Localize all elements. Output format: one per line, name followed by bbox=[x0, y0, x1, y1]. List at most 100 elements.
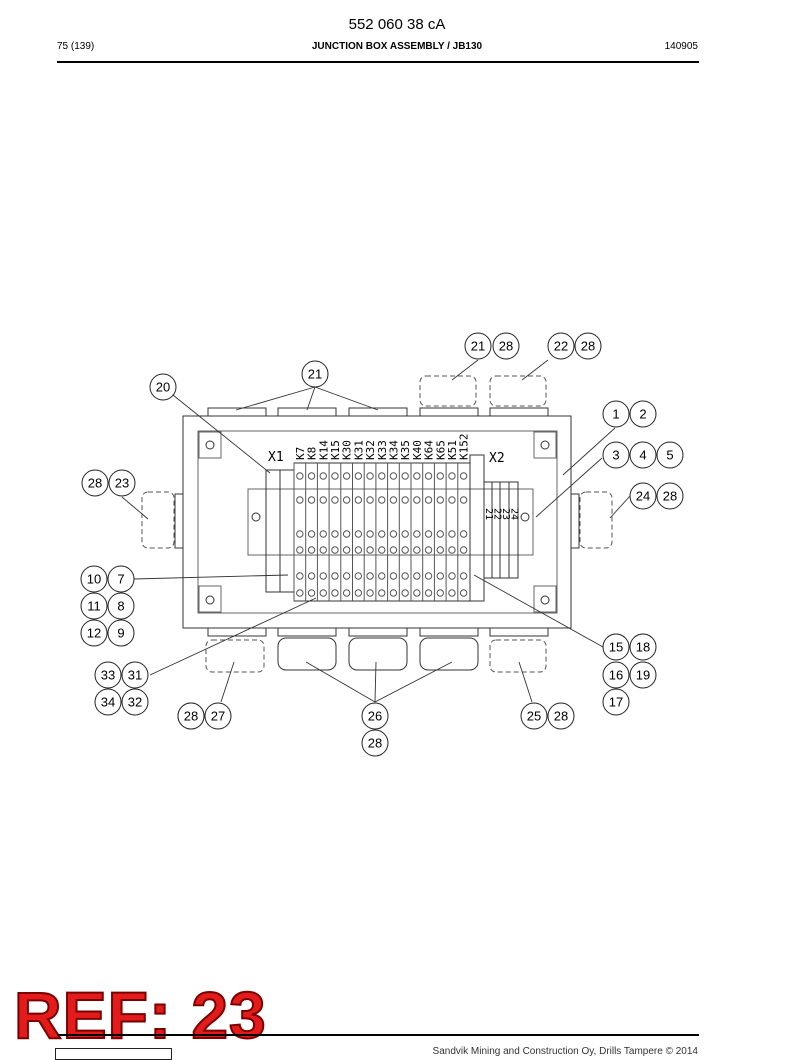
svg-text:27: 27 bbox=[211, 709, 225, 724]
x1-terminal-label: K30 bbox=[341, 440, 354, 460]
x1-terminal-label: K64 bbox=[423, 440, 436, 460]
enclosure-inner bbox=[197, 430, 558, 614]
svg-text:2: 2 bbox=[639, 407, 646, 422]
svg-text:31: 31 bbox=[128, 668, 142, 683]
x1-terminal-label: K65 bbox=[434, 440, 447, 460]
x1-terminal-label: K34 bbox=[387, 440, 400, 460]
terminal-strip-x2 bbox=[483, 481, 519, 579]
reference-stamp: REF: 23 bbox=[13, 978, 267, 1052]
x1-terminal-label: K32 bbox=[364, 440, 377, 460]
callout-9: 9 bbox=[107, 619, 135, 647]
callout-32: 32 bbox=[121, 688, 149, 716]
svg-text:15: 15 bbox=[609, 640, 623, 655]
callout-28: 28 bbox=[492, 332, 520, 360]
callout-2: 2 bbox=[629, 400, 657, 428]
callout-15: 15 bbox=[602, 633, 630, 661]
x1-label: X1 bbox=[268, 450, 284, 465]
callout-8: 8 bbox=[107, 592, 135, 620]
svg-text:25: 25 bbox=[527, 709, 541, 724]
svg-text:12: 12 bbox=[87, 626, 101, 641]
callout-26: 26 bbox=[361, 702, 389, 730]
svg-text:9: 9 bbox=[117, 626, 124, 641]
callout-34: 34 bbox=[94, 688, 122, 716]
callout-28: 28 bbox=[547, 702, 575, 730]
callout-28: 28 bbox=[361, 729, 389, 757]
callout-16: 16 bbox=[602, 661, 630, 689]
x2-label: X2 bbox=[489, 451, 505, 466]
svg-text:26: 26 bbox=[368, 709, 382, 724]
svg-text:20: 20 bbox=[156, 380, 170, 395]
document-date: 140905 bbox=[664, 41, 698, 52]
header-rule bbox=[57, 61, 699, 63]
svg-text:28: 28 bbox=[554, 709, 568, 724]
callout-25: 25 bbox=[520, 702, 548, 730]
callout-28: 28 bbox=[656, 482, 684, 510]
svg-text:3: 3 bbox=[612, 448, 619, 463]
svg-text:7: 7 bbox=[117, 572, 124, 587]
callout-3: 3 bbox=[602, 441, 630, 469]
callout-23: 23 bbox=[108, 469, 136, 497]
svg-text:4: 4 bbox=[639, 448, 646, 463]
svg-text:21: 21 bbox=[471, 339, 485, 354]
svg-text:28: 28 bbox=[368, 736, 382, 751]
callout-31: 31 bbox=[121, 661, 149, 689]
company-logo bbox=[55, 1048, 172, 1060]
svg-text:17: 17 bbox=[609, 695, 623, 710]
page-title: JUNCTION BOX ASSEMBLY / JB130 bbox=[311, 41, 483, 52]
callout-5: 5 bbox=[656, 441, 684, 469]
callout-18: 18 bbox=[629, 633, 657, 661]
callout-7: 7 bbox=[107, 565, 135, 593]
callout-21: 21 bbox=[464, 332, 492, 360]
svg-text:1: 1 bbox=[612, 407, 619, 422]
svg-text:28: 28 bbox=[184, 709, 198, 724]
svg-text:34: 34 bbox=[101, 695, 115, 710]
svg-text:28: 28 bbox=[581, 339, 595, 354]
svg-text:28: 28 bbox=[663, 489, 677, 504]
x1-terminal-label: K35 bbox=[399, 440, 412, 460]
svg-text:28: 28 bbox=[88, 476, 102, 491]
callout-10: 10 bbox=[80, 565, 108, 593]
x2-terminal-label: 23 bbox=[500, 508, 511, 520]
x1-terminal-label: K40 bbox=[411, 440, 424, 460]
svg-text:8: 8 bbox=[117, 599, 124, 614]
x1-terminal-label: K8 bbox=[306, 447, 319, 460]
x1-terminal-label: K51 bbox=[446, 440, 459, 460]
svg-text:10: 10 bbox=[87, 572, 101, 587]
callout-28: 28 bbox=[177, 702, 205, 730]
callout-1: 1 bbox=[602, 400, 630, 428]
callout-19: 19 bbox=[629, 661, 657, 689]
callout-28: 28 bbox=[574, 332, 602, 360]
callout-28: 28 bbox=[81, 469, 109, 497]
svg-text:5: 5 bbox=[666, 448, 673, 463]
svg-text:18: 18 bbox=[636, 640, 650, 655]
callout-4: 4 bbox=[629, 441, 657, 469]
x1-terminal-label: K31 bbox=[352, 440, 365, 460]
svg-text:21: 21 bbox=[308, 367, 322, 382]
x2-terminal-label: 21 bbox=[483, 508, 494, 520]
page-indicator: 75 (139) bbox=[57, 41, 95, 52]
callout-20: 20 bbox=[149, 373, 177, 401]
svg-text:24: 24 bbox=[636, 489, 650, 504]
footer-rule bbox=[57, 1034, 699, 1036]
callout-22: 22 bbox=[547, 332, 575, 360]
callout-17: 17 bbox=[602, 688, 630, 716]
footer-copyright: Sandvik Mining and Construction Oy, Dril… bbox=[432, 1046, 698, 1057]
svg-text:11: 11 bbox=[87, 599, 101, 614]
svg-text:16: 16 bbox=[609, 668, 623, 683]
callout-24: 24 bbox=[629, 482, 657, 510]
x1-terminal-label: K33 bbox=[376, 440, 389, 460]
callout-12: 12 bbox=[80, 619, 108, 647]
x2-terminal-label: 22 bbox=[492, 508, 503, 520]
x1-terminal-label: K152 bbox=[458, 434, 471, 461]
svg-text:22: 22 bbox=[554, 339, 568, 354]
x2-terminal-label: 24 bbox=[509, 508, 520, 520]
callout-11: 11 bbox=[80, 592, 108, 620]
svg-text:28: 28 bbox=[499, 339, 513, 354]
svg-text:19: 19 bbox=[636, 668, 650, 683]
svg-text:32: 32 bbox=[128, 695, 142, 710]
callout-21: 21 bbox=[301, 360, 329, 388]
x1-terminal-label: K7 bbox=[294, 447, 307, 460]
x1-terminal-label: K14 bbox=[317, 440, 330, 460]
document-number: 552 060 38 cA bbox=[348, 16, 446, 33]
